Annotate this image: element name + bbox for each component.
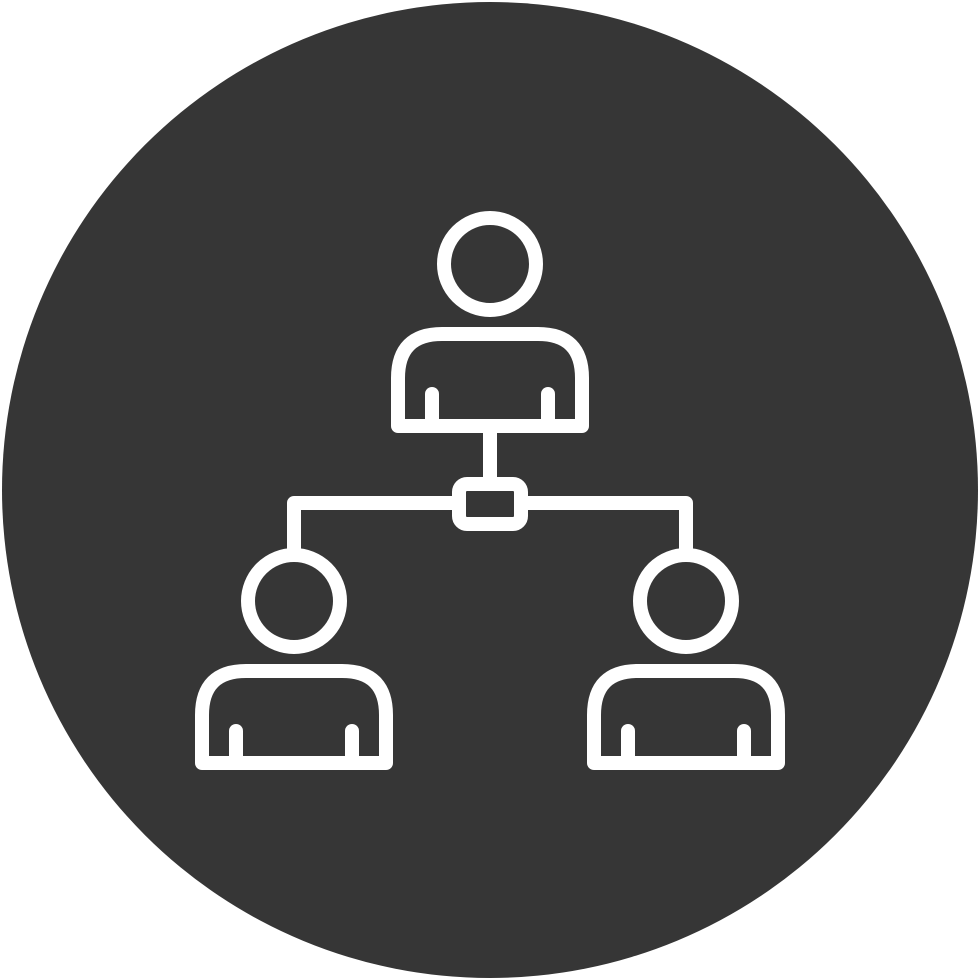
right-person-head — [633, 548, 739, 654]
left-person-icon — [195, 548, 393, 770]
left-person-head — [241, 548, 347, 654]
hierarchy-connector — [287, 419, 693, 557]
connector-left-branch — [287, 496, 466, 557]
top-person-icon — [391, 211, 589, 433]
top-person-body — [391, 327, 589, 433]
right-person-body — [587, 664, 785, 770]
top-person-head — [437, 211, 543, 317]
left-person-body — [195, 664, 393, 770]
connector-right-branch — [514, 496, 693, 557]
right-person-icon — [587, 548, 785, 770]
